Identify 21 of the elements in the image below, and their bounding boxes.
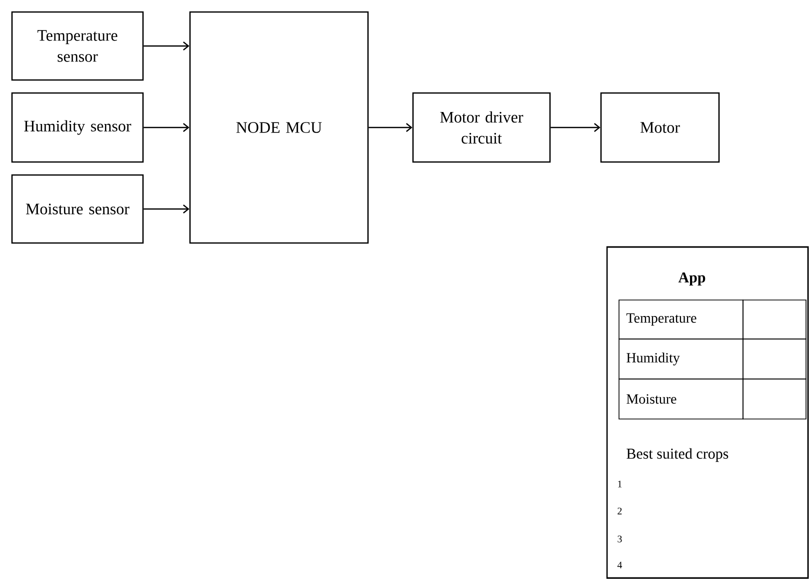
arrow: [368, 123, 412, 132]
block-box: Motor driver circuit: [412, 92, 551, 163]
block-box: Moisture sensor: [11, 174, 144, 244]
list-number: 3: [618, 536, 622, 542]
table-cell: Moisture: [618, 378, 744, 420]
block-box: NODE MCU: [189, 11, 369, 244]
block-box: Humidity sensor: [11, 92, 144, 163]
block-box: Motor: [600, 92, 720, 163]
panel-heading: App: [678, 272, 706, 286]
arrow: [144, 123, 190, 132]
app-panel: [606, 246, 809, 579]
block-box: Temperature sensor: [11, 11, 144, 81]
list-number: 4: [617, 562, 622, 568]
arrow: [144, 204, 190, 214]
list-number: 1: [618, 480, 622, 488]
table-cell: Temperature: [618, 300, 744, 340]
section-heading: Best suited crops: [626, 448, 728, 462]
arrow: [550, 123, 600, 132]
arrow: [144, 42, 190, 50]
table-cell: Humidity: [618, 338, 744, 380]
list-number: 2: [618, 508, 622, 514]
